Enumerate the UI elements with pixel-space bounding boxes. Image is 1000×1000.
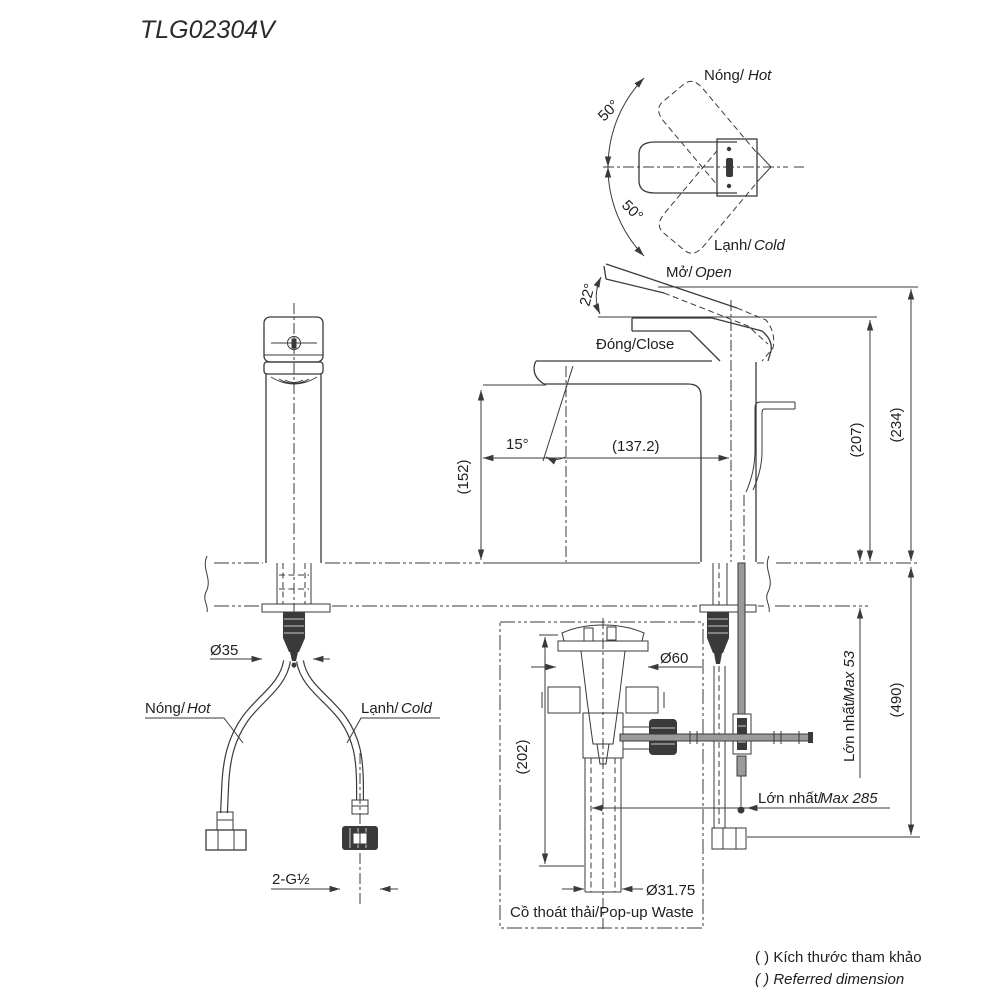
lever-open-close-view: 22° Mở/ Open Đóng/Close (577, 263, 918, 562)
front-hot-label: Nóng/ (145, 700, 186, 717)
popup-waste-assembly: (202) Ø60 Ø31.75 Cồ thoát thải/Pop-up Wa… (499, 618, 813, 930)
side-view-below-deck (699, 562, 757, 850)
drain-mount-tabs (541, 686, 665, 714)
body-front-outline (265, 374, 322, 563)
svg-text:Max 53: Max 53 (841, 650, 858, 700)
total-height-label: (490) (888, 682, 905, 717)
swing-arc-upper (604, 77, 645, 168)
counter-deck-lines (204, 555, 920, 613)
open-label-en: Open (695, 264, 732, 281)
front-view-dimensions: Ø35 Nóng/ Hot Lạnh/ Cold 2-G½ (145, 642, 440, 893)
lever-cap-outline (711, 317, 772, 362)
deck-break-right (766, 555, 771, 613)
topview-cold-label: Lạnh/ (714, 237, 752, 254)
flange-dia-label: Ø60 (660, 650, 688, 667)
deck-break-left (204, 555, 209, 613)
drawing-title: TLG02304V (140, 16, 277, 44)
open-height-label: (234) (888, 407, 905, 442)
mounting-nut-front (283, 612, 305, 652)
spout-body-outline (533, 360, 757, 562)
popup-rod-horizontal (619, 733, 813, 742)
installation-dimensions: Lớn nhất/ Max 53 (490) Lớn nhất/ Max 285 (592, 549, 920, 838)
svg-text:Lớn nhất/: Lớn nhất/ (841, 697, 858, 762)
spout-height-label: (152) (455, 459, 472, 494)
max-deck-thickness-label: Lớn nhất/ Max 53 (841, 650, 858, 762)
open-angle-arc (592, 276, 602, 315)
popup-waste-caption: Cồ thoát thải/Pop-up Waste (510, 904, 694, 921)
spout-reach-label: (137.2) (612, 438, 660, 455)
swing-angle-lower-label: 50° (618, 197, 646, 225)
topview-hot-label-en: Hot (748, 67, 772, 84)
thread-spec-label: 2-G½ (272, 871, 310, 888)
front-cold-label-en: Cold (401, 700, 433, 717)
front-cold-label: Lạnh/ (361, 700, 399, 717)
popup-height-label: (202) (514, 739, 531, 774)
popup-lift-knob (745, 401, 796, 493)
top-view-handle-swing: 50° 50° Nóng/ Hot Lạnh/ Cold (595, 67, 804, 257)
max-rod-label-en: Max 285 (820, 790, 878, 807)
open-angle-label: 22° (577, 282, 599, 308)
handle-cold-position-outline (658, 149, 757, 254)
faucet-front-view (205, 303, 378, 906)
legend-referred-vi: ( ) Kích thước tham khảo (755, 949, 922, 966)
swing-angle-upper-label: 50° (595, 97, 623, 125)
spout-angle-label: 15° (506, 436, 529, 453)
popup-rod-vertical (737, 562, 746, 715)
handle-hot-position-outline (658, 80, 757, 185)
handle-body-top (716, 138, 758, 197)
faucet-side-view: 15° (483, 360, 796, 562)
closed-height-label: (207) (848, 422, 865, 457)
close-label: Đóng/Close (596, 336, 674, 353)
swing-arc-lower (604, 166, 645, 257)
open-label: Mở/ (666, 264, 693, 281)
legend: ( ) Kích thước tham khảo ( ) Referred di… (755, 949, 922, 988)
tailpipe-dia-label: Ø31.75 (646, 882, 695, 899)
max-rod-label: Lớn nhất/ (758, 790, 823, 807)
hot-hose-nut (205, 829, 247, 851)
popup-waste-box-border (499, 621, 704, 929)
legend-referred-en: ( ) Referred dimension (755, 971, 904, 988)
topview-cold-label-en: Cold (754, 237, 786, 254)
supply-end-nut (711, 827, 747, 850)
drain-plug-body (580, 650, 626, 745)
shank-dia-label: Ø35 (210, 642, 238, 659)
topview-hot-label: Nóng/ (704, 67, 745, 84)
front-hot-label-en: Hot (187, 700, 211, 717)
side-view-dimensions: (152) (137.2) (207) (234) (455, 289, 915, 561)
